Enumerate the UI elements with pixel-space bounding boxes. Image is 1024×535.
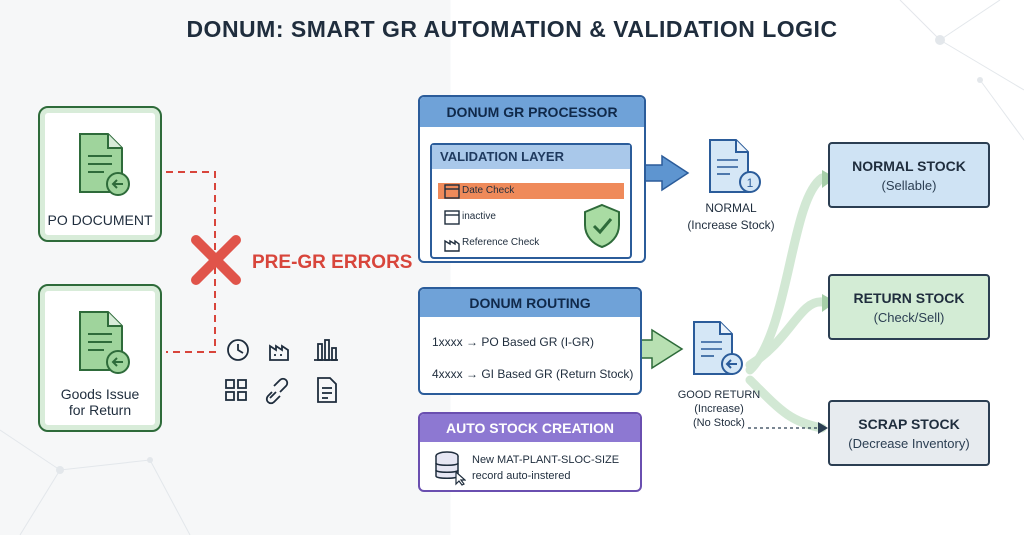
return-doc-line1: GOOD RETURN xyxy=(677,389,761,401)
bar-chart-icon xyxy=(314,339,338,361)
scrap-stock-box[interactable]: SCRAP STOCK (Decrease Inventory) xyxy=(828,400,990,466)
po-document-card[interactable]: PO DOCUMENT xyxy=(38,106,162,242)
goods-issue-label-2: for Return xyxy=(68,402,132,418)
routing-panel: DONUM ROUTING 1xxxx → PO Based GR (I-GR)… xyxy=(418,287,642,395)
database-icon xyxy=(435,451,466,486)
routing-rule-2: 4xxxx → GI Based GR (Return Stock) xyxy=(432,367,634,381)
factory-icon xyxy=(269,344,289,361)
calendar-icon xyxy=(444,210,460,225)
normal-document-icon: 1 xyxy=(709,139,761,193)
return-document-icon xyxy=(693,321,743,375)
error-icons-grid xyxy=(225,339,338,405)
auto-stock-title: AUTO STOCK CREATION xyxy=(420,414,640,442)
normal-doc-line1: NORMAL xyxy=(705,201,757,215)
clock-icon xyxy=(227,339,249,361)
goods-issue-label-1: Goods Issue xyxy=(60,386,140,402)
normal-stock-box[interactable]: NORMAL STOCK (Sellable) xyxy=(828,142,990,208)
return-doc-label: GOOD RETURN (Increase) (No Stock) xyxy=(664,388,774,430)
calendar-icon xyxy=(444,184,460,199)
document-return-icon xyxy=(79,133,130,196)
auto-stock-line1: New MAT-PLANT-SLOC-SIZE xyxy=(472,454,620,466)
po-document-label: PO DOCUMENT xyxy=(47,212,153,228)
gr-processor-title: DONUM GR PROCESSOR xyxy=(420,97,644,127)
return-stock-sub: (Check/Sell) xyxy=(873,309,945,325)
inactive-row[interactable]: inactive xyxy=(438,209,496,225)
page-title: DONUM: SMART GR AUTOMATION & VALIDATION … xyxy=(186,16,838,42)
shield-check-icon xyxy=(584,203,620,249)
svg-text:1: 1 xyxy=(747,176,754,190)
return-doc-line2: (Increase) xyxy=(694,403,744,415)
auto-stock-line2: record auto-instered xyxy=(472,470,571,482)
validation-layer-title: VALIDATION LAYER xyxy=(432,145,630,169)
reference-check-row[interactable]: Reference Check xyxy=(438,235,539,251)
error-x-icon xyxy=(191,235,241,285)
auto-stock-panel: AUTO STOCK CREATION New MAT-PLANT-SLOC-S… xyxy=(418,412,642,492)
link-icon xyxy=(265,377,289,405)
reference-check-label: Reference Check xyxy=(462,237,540,248)
date-check-label: Date Check xyxy=(462,185,515,196)
scrap-stock-sub: (Decrease Inventory) xyxy=(848,435,970,451)
pre-gr-errors-label: PRE-GR ERRORS xyxy=(252,252,413,273)
date-check-row[interactable]: Date Check xyxy=(438,183,624,199)
return-stock-title: RETURN STOCK xyxy=(853,289,965,306)
routing-rule-1: 1xxxx → PO Based GR (I-GR) xyxy=(432,335,595,349)
return-stock-box[interactable]: RETURN STOCK (Check/Sell) xyxy=(828,274,990,340)
factory-icon xyxy=(444,239,460,252)
normal-doc-label: NORMAL (Increase Stock) xyxy=(676,200,786,234)
goods-issue-card[interactable]: Goods Issue for Return xyxy=(38,284,162,432)
inactive-label: inactive xyxy=(462,211,496,222)
normal-stock-title: NORMAL STOCK xyxy=(852,157,966,174)
document-return-icon xyxy=(79,311,130,374)
normal-stock-sub: (Sellable) xyxy=(881,177,937,193)
routing-title: DONUM ROUTING xyxy=(420,289,640,317)
validation-layer-panel: VALIDATION LAYER Date Check inactive Ref… xyxy=(430,143,632,259)
return-doc-line3: (No Stock) xyxy=(693,417,745,429)
normal-doc-line2: (Increase Stock) xyxy=(687,218,775,232)
document-list-icon xyxy=(317,377,337,403)
validation-row-icons xyxy=(444,184,460,252)
grid-icon xyxy=(225,379,247,401)
scrap-stock-title: SCRAP STOCK xyxy=(858,415,960,432)
